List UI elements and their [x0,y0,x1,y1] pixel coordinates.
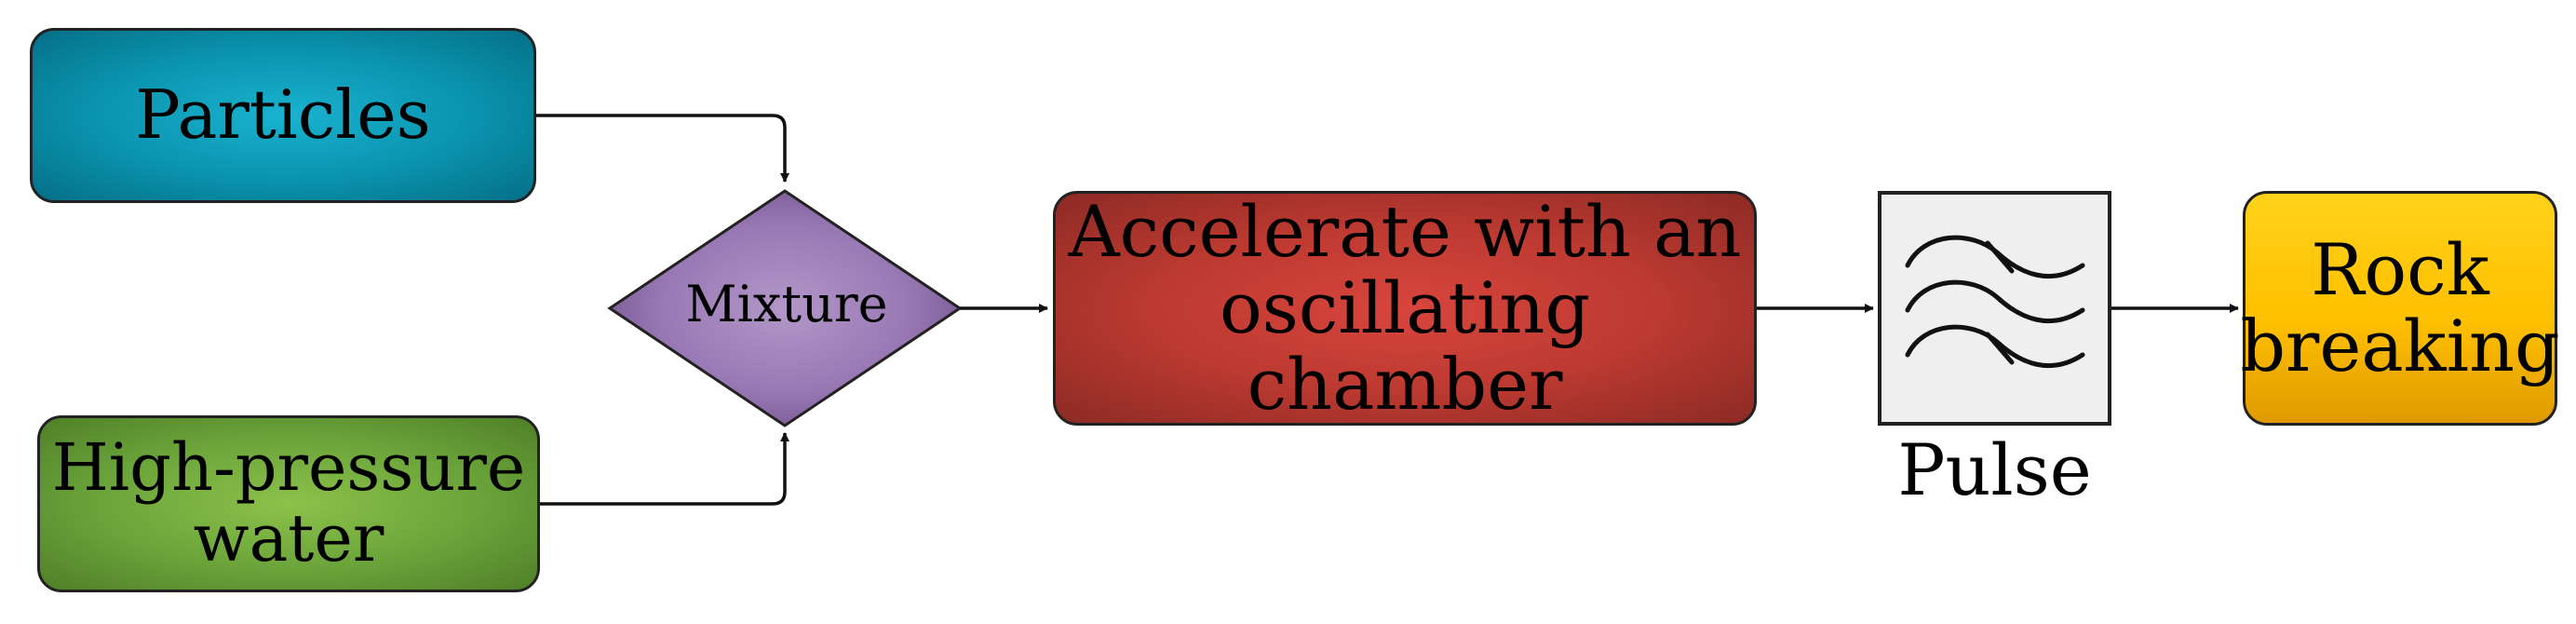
pulse-box [1878,191,2111,426]
particles-box: Particles [30,28,536,203]
rock-label-line2: breaking [2240,305,2560,387]
pulse-label: Pulse [1897,428,2092,511]
water-label-line2: water [193,500,384,577]
mixture-label: Mixture [685,275,888,333]
mixture-diamond [607,189,963,427]
water-label-line1: High-pressure [51,429,526,507]
filter-wave-icon [1905,235,2085,369]
high-pressure-water-box: High-pressure water [37,415,540,592]
rock-label-line1: Rock [2311,227,2489,311]
accelerate-box: Accelerate with an oscillating chamber [1053,191,1757,426]
particles-label: Particles [135,75,431,155]
rock-breaking-box: Rock breaking [2240,191,2560,426]
accelerate-label-line1: Accelerate with an [1068,189,1742,273]
accelerate-label-line2: oscillating chamber [1220,265,1590,427]
arrow-particles-to-mixture [536,114,789,183]
arrow-water-to-mixture [540,432,789,506]
